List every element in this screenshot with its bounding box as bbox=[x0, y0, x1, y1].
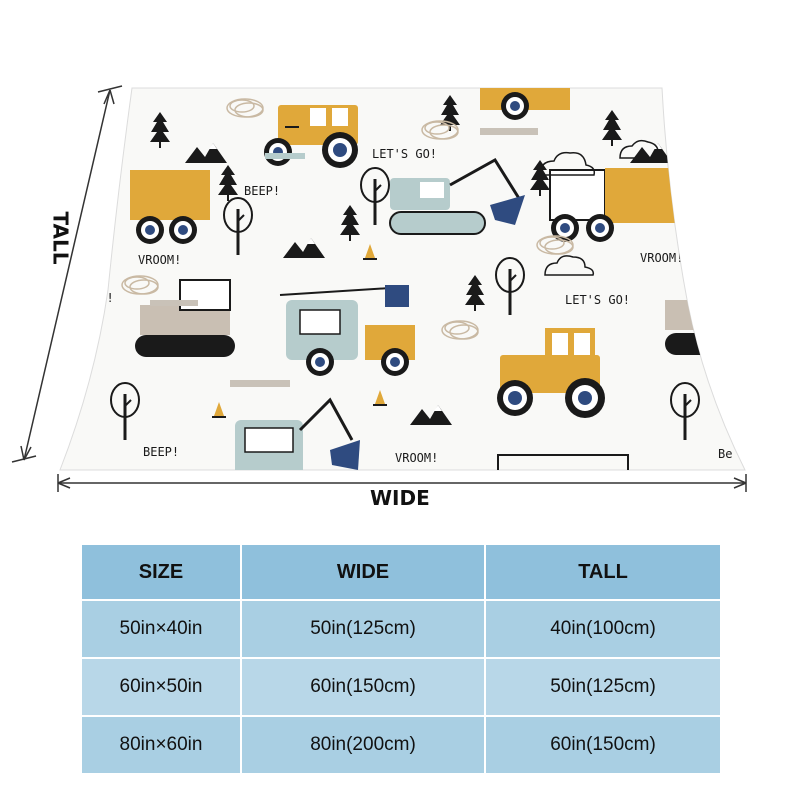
print-text-8: VROOM! bbox=[395, 451, 438, 465]
tall-arrow bbox=[11, 85, 123, 463]
table-header-row: SIZE WIDE TALL bbox=[82, 545, 720, 599]
table-row: 60in×50in 60in(150cm) 50in(125cm) bbox=[82, 659, 720, 715]
print-text-6: GO! bbox=[92, 291, 114, 305]
cell-wide: 50in(125cm) bbox=[242, 601, 484, 657]
cell-tall: 50in(125cm) bbox=[486, 659, 720, 715]
print-text-7: BEEP! bbox=[143, 445, 179, 459]
wide-arrow bbox=[57, 474, 747, 492]
tall-label: TALL bbox=[48, 211, 73, 265]
table-row: 50in×40in 50in(125cm) 40in(100cm) bbox=[82, 601, 720, 657]
header-tall: TALL bbox=[486, 545, 720, 599]
print-text-4: VROOM! bbox=[640, 251, 683, 265]
cell-tall: 40in(100cm) bbox=[486, 601, 720, 657]
header-wide: WIDE bbox=[242, 545, 484, 599]
size-table: SIZE WIDE TALL 50in×40in 50in(125cm) 40i… bbox=[80, 543, 722, 775]
cell-size: 80in×60in bbox=[82, 717, 240, 773]
blanket-fabric bbox=[59, 87, 746, 471]
print-text-2: BEEP! bbox=[244, 184, 280, 198]
wide-label: WIDE bbox=[370, 486, 430, 510]
header-size: SIZE bbox=[82, 545, 240, 599]
cell-tall: 60in(150cm) bbox=[486, 717, 720, 773]
cell-size: 60in×50in bbox=[82, 659, 240, 715]
table-row: 80in×60in 80in(200cm) 60in(150cm) bbox=[82, 717, 720, 773]
print-text-9: Be bbox=[718, 447, 732, 461]
print-text-5: LET'S GO! bbox=[565, 293, 630, 307]
cell-size: 50in×40in bbox=[82, 601, 240, 657]
cell-wide: 60in(150cm) bbox=[242, 659, 484, 715]
print-text-3: VROOM! bbox=[138, 253, 181, 267]
print-texts: LET'S GO! BEEP! VROOM! VROOM! LET'S GO! … bbox=[92, 147, 732, 465]
print-text-1: LET'S GO! bbox=[372, 147, 437, 161]
cell-wide: 80in(200cm) bbox=[242, 717, 484, 773]
